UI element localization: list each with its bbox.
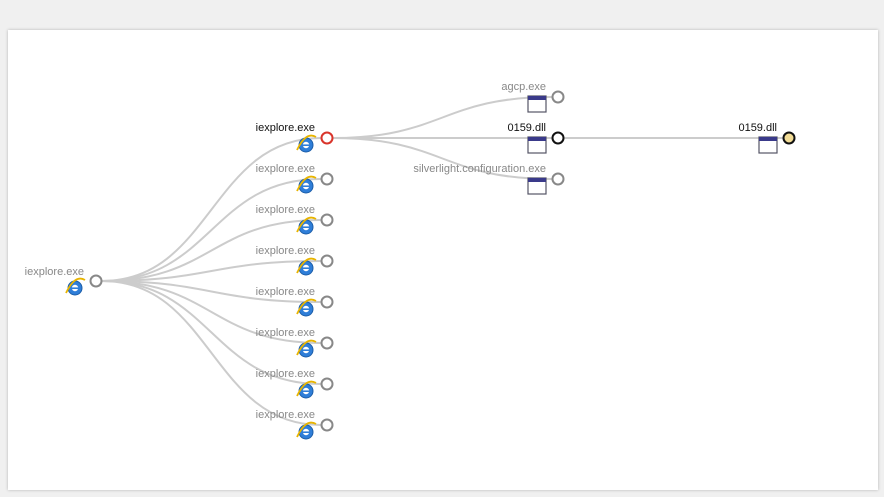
process-tree-diagram: iexplore.exe iexplore.exe iexplore.exe iexp… bbox=[25, 81, 796, 440]
tree-node-child-6[interactable]: iexplore.exe bbox=[256, 327, 334, 358]
link-root-child-2 bbox=[101, 178, 322, 282]
ie-icon bbox=[296, 216, 317, 235]
node-toggle-default[interactable] bbox=[320, 336, 334, 350]
node-label: iexplore.exe bbox=[256, 245, 315, 257]
node-label: 0159.dll bbox=[507, 122, 546, 134]
link-root-child-6 bbox=[101, 280, 322, 344]
tree-node-child-3[interactable]: iexplore.exe bbox=[256, 204, 334, 235]
node-label: iexplore.exe bbox=[256, 286, 315, 298]
node-label: iexplore.exe bbox=[25, 266, 84, 278]
node-toggle-default[interactable] bbox=[320, 295, 334, 309]
ie-icon bbox=[296, 298, 317, 317]
node-toggle-default[interactable] bbox=[320, 254, 334, 268]
window-icon bbox=[758, 136, 778, 154]
ie-icon bbox=[296, 175, 317, 194]
node-label: iexplore.exe bbox=[256, 368, 315, 380]
link-root-child-1 bbox=[101, 137, 322, 282]
tree-node-child-1[interactable]: iexplore.exe bbox=[256, 122, 334, 153]
node-toggle-default[interactable] bbox=[89, 274, 103, 288]
tree-node-child-8[interactable]: iexplore.exe bbox=[256, 409, 334, 440]
node-label: iexplore.exe bbox=[256, 409, 315, 421]
link-root-child-5 bbox=[101, 280, 322, 303]
ie-icon bbox=[65, 277, 86, 296]
tree-node-leaf[interactable]: 0159.dll bbox=[738, 122, 796, 154]
window-icon bbox=[527, 136, 547, 154]
tree-node-root[interactable]: iexplore.exe bbox=[25, 266, 103, 296]
tree-node-child-5[interactable]: iexplore.exe bbox=[256, 286, 334, 317]
link-child-grandchild-3 bbox=[332, 137, 553, 180]
link-root-child-4 bbox=[101, 260, 322, 282]
node-toggle-selected[interactable] bbox=[320, 131, 334, 145]
node-toggle-default[interactable] bbox=[320, 377, 334, 391]
node-label: iexplore.exe bbox=[256, 327, 315, 339]
ie-icon bbox=[296, 421, 317, 440]
link-root-child-7 bbox=[101, 280, 322, 385]
node-label: silverlight.configuration.exe bbox=[413, 163, 546, 175]
tree-node-grandchild-1[interactable]: agcp.exe bbox=[501, 81, 565, 113]
node-toggle-default[interactable] bbox=[551, 172, 565, 186]
tree-node-child-7[interactable]: iexplore.exe bbox=[256, 368, 334, 399]
tree-node-child-2[interactable]: iexplore.exe bbox=[256, 163, 334, 194]
node-label: iexplore.exe bbox=[256, 122, 315, 134]
node-toggle-active[interactable] bbox=[551, 131, 565, 145]
node-toggle-default[interactable] bbox=[320, 213, 334, 227]
node-toggle-default[interactable] bbox=[320, 418, 334, 432]
tree-canvas: iexplore.exe iexplore.exe iexplore.exe iexp… bbox=[8, 30, 878, 490]
node-label: 0159.dll bbox=[738, 122, 777, 134]
node-label: iexplore.exe bbox=[256, 204, 315, 216]
ie-icon bbox=[296, 257, 317, 276]
link-root-child-3 bbox=[101, 219, 322, 282]
link-child-grandchild-1 bbox=[332, 96, 553, 139]
tree-node-grandchild-3[interactable]: silverlight.configuration.exe bbox=[413, 163, 565, 195]
ie-icon bbox=[296, 339, 317, 358]
ie-icon bbox=[296, 380, 317, 399]
node-toggle-default[interactable] bbox=[320, 172, 334, 186]
ie-icon bbox=[296, 134, 317, 153]
node-toggle-highlighted[interactable] bbox=[782, 131, 796, 145]
tree-node-grandchild-2[interactable]: 0159.dll bbox=[507, 122, 565, 154]
tree-node-child-4[interactable]: iexplore.exe bbox=[256, 245, 334, 276]
node-label: iexplore.exe bbox=[256, 163, 315, 175]
window-icon bbox=[527, 95, 547, 113]
window-icon bbox=[527, 177, 547, 195]
node-toggle-default[interactable] bbox=[551, 90, 565, 104]
node-label: agcp.exe bbox=[501, 81, 546, 93]
link-root-child-8 bbox=[101, 280, 322, 426]
